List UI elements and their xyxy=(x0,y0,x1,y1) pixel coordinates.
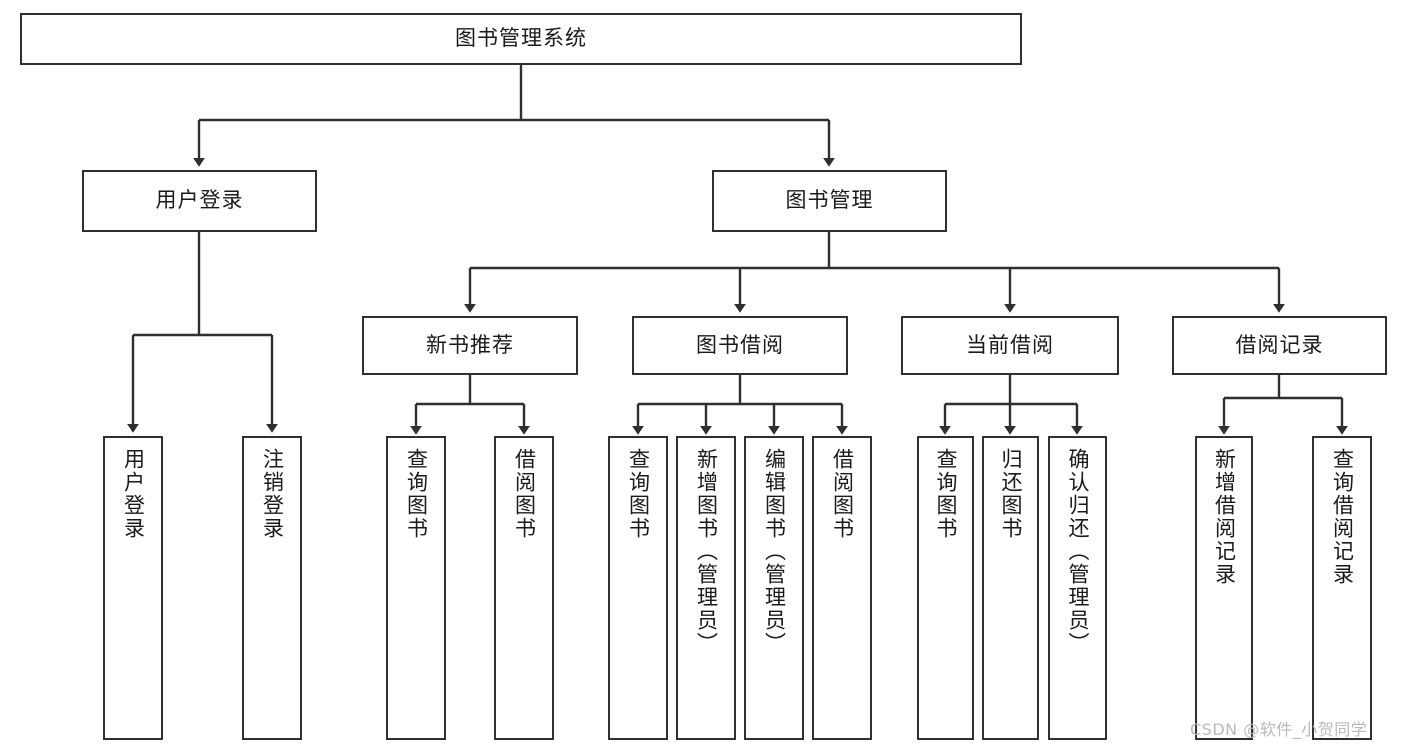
node-root[interactable]: 图书管理系统 xyxy=(20,13,1022,65)
node-leaf-edit-book-label: 编辑图书（管理员） xyxy=(762,448,787,655)
node-leaf-borrow-book-2[interactable]: 借阅图书 xyxy=(812,436,872,740)
node-current-borrow[interactable]: 当前借阅 xyxy=(901,316,1119,375)
node-leaf-query-record[interactable]: 查询借阅记录 xyxy=(1312,436,1372,740)
node-leaf-return-book-label: 归还图书 xyxy=(998,448,1023,540)
node-leaf-return-book[interactable]: 归还图书 xyxy=(982,436,1039,740)
node-leaf-edit-book[interactable]: 编辑图书（管理员） xyxy=(744,436,804,740)
node-leaf-add-book[interactable]: 新增图书（管理员） xyxy=(676,436,736,740)
node-book-borrow[interactable]: 图书借阅 xyxy=(632,316,848,375)
node-leaf-borrow-book-2-label: 借阅图书 xyxy=(830,448,855,540)
node-new-book-recommend-label: 新书推荐 xyxy=(426,332,514,357)
node-leaf-user-login[interactable]: 用户登录 xyxy=(103,436,163,740)
node-leaf-borrow-book-1[interactable]: 借阅图书 xyxy=(494,436,554,740)
node-leaf-add-book-label: 新增图书（管理员） xyxy=(694,448,719,655)
node-book-borrow-label: 图书借阅 xyxy=(696,332,784,357)
node-root-label: 图书管理系统 xyxy=(455,26,587,51)
node-leaf-confirm-return-label: 确认归还（管理员） xyxy=(1065,448,1090,655)
node-book-management[interactable]: 图书管理 xyxy=(712,170,947,232)
node-leaf-logout-login[interactable]: 注销登录 xyxy=(242,436,302,740)
node-leaf-query-book-2[interactable]: 查询图书 xyxy=(608,436,668,740)
node-leaf-query-book-2-label: 查询图书 xyxy=(626,448,651,540)
node-leaf-borrow-book-1-label: 借阅图书 xyxy=(512,448,537,540)
node-leaf-add-record-label: 新增借阅记录 xyxy=(1212,448,1237,586)
node-leaf-query-book-1-label: 查询图书 xyxy=(404,448,429,540)
node-borrow-record-label: 借阅记录 xyxy=(1235,332,1324,357)
csdn-watermark: CSDN @软件_小贺同学 xyxy=(1190,720,1368,739)
node-user-login-label: 用户登录 xyxy=(155,188,244,213)
node-leaf-query-book-3[interactable]: 查询图书 xyxy=(917,436,974,740)
node-leaf-add-record[interactable]: 新增借阅记录 xyxy=(1195,436,1253,740)
node-leaf-query-book-3-label: 查询图书 xyxy=(933,448,958,540)
node-leaf-confirm-return[interactable]: 确认归还（管理员） xyxy=(1048,436,1107,740)
node-borrow-record[interactable]: 借阅记录 xyxy=(1172,316,1387,375)
node-current-borrow-label: 当前借阅 xyxy=(966,332,1054,357)
node-book-management-label: 图书管理 xyxy=(785,188,874,213)
node-new-book-recommend[interactable]: 新书推荐 xyxy=(362,316,578,375)
node-user-login[interactable]: 用户登录 xyxy=(82,170,317,232)
node-leaf-logout-login-label: 注销登录 xyxy=(260,448,285,540)
node-leaf-user-login-label: 用户登录 xyxy=(121,448,146,540)
node-leaf-query-book-1[interactable]: 查询图书 xyxy=(386,436,446,740)
node-leaf-query-record-label: 查询借阅记录 xyxy=(1330,448,1355,586)
